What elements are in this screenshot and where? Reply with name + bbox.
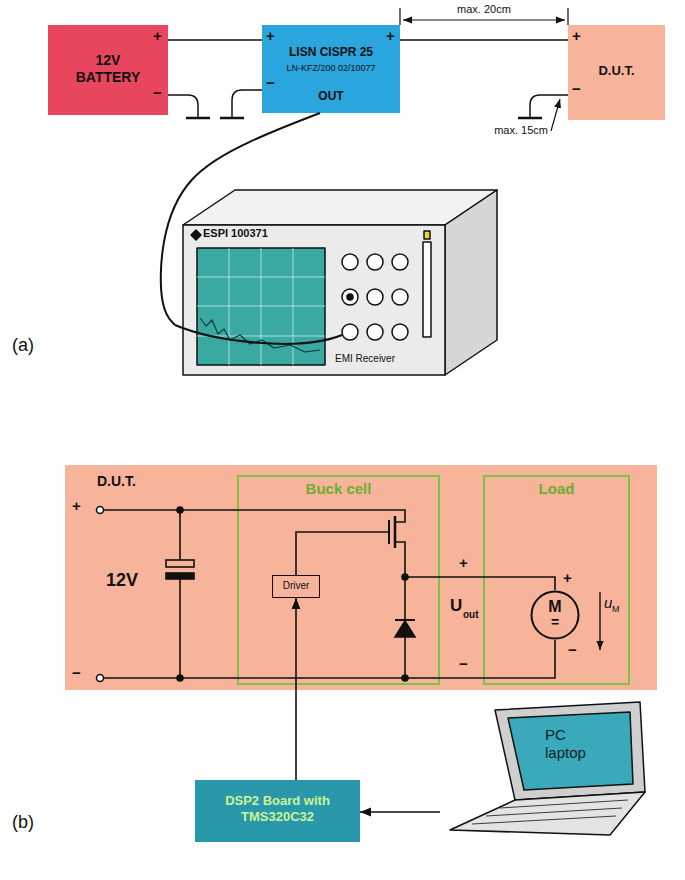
node-text: Driver <box>273 580 319 592</box>
polarity-sign: + <box>563 569 575 587</box>
label-slot: − <box>153 84 165 102</box>
dimension-label: max. 15cm <box>478 124 548 137</box>
node-text: Buck cell <box>239 480 438 498</box>
terminal-sign: − <box>266 74 278 92</box>
terminal-sign: − <box>572 80 584 98</box>
node-text: EMI Receiver <box>335 353 445 365</box>
node-text: D.U.T. <box>97 473 177 490</box>
node-text: 12V BATTERY <box>66 52 150 86</box>
node-text: LN-KFZ/200 02/10077 <box>266 63 396 74</box>
node-text: DSP2 Board with TMS320C32 <box>201 793 354 824</box>
node-text: PC laptop <box>545 726 600 762</box>
dut-box: D.U.T. <box>568 25 665 120</box>
emi-receiver-drawing <box>175 190 497 375</box>
node-text: ESPI 100371 <box>203 227 333 240</box>
label-slot: out <box>463 609 489 621</box>
coax-cable <box>161 113 320 325</box>
label-slot: + <box>72 497 84 515</box>
label-slot: + <box>459 554 471 572</box>
ground-wire <box>530 95 568 118</box>
text-slot: 12V BATTERY <box>66 52 150 86</box>
voltage-subscript: out <box>463 609 489 621</box>
voltage-subscript: M <box>612 604 624 615</box>
text-slot: M <box>530 597 580 616</box>
label-slot: − <box>572 80 584 98</box>
text-slot: D.U.T. <box>97 473 177 490</box>
terminal-sign: + <box>266 27 278 45</box>
text-slot: LN-KFZ/200 02/10077 <box>266 63 396 74</box>
signal-arrow <box>360 811 440 813</box>
terminal-sign: + <box>386 27 398 45</box>
text-slot: DSP2 Board with TMS320C32 <box>201 793 354 824</box>
polarity-sign: − <box>459 655 471 673</box>
label-slot: (a) <box>12 335 46 357</box>
supply-wire <box>168 39 262 41</box>
text-slot: Driver <box>273 580 319 592</box>
node-text: M <box>530 597 580 616</box>
terminal-sign: + <box>572 27 584 45</box>
label-slot: max. 15cm <box>478 124 548 137</box>
label-slot: + <box>266 27 278 45</box>
label-slot: + <box>563 569 575 587</box>
driver-box: Driver <box>272 575 320 598</box>
label-slot: U <box>450 596 464 616</box>
node-text: LISN CISPR 25 <box>268 45 394 59</box>
signal-arrow <box>295 598 297 780</box>
terminal-sign: − <box>153 84 165 102</box>
label-slot: + <box>572 27 584 45</box>
label-slot: 12V <box>106 570 156 592</box>
text-slot: ESPI 100371 <box>203 227 333 240</box>
text-slot: PC laptop <box>545 726 600 762</box>
terminal-sign: − <box>72 664 84 682</box>
node-text: D.U.T. <box>576 63 657 79</box>
ground-symbol <box>220 117 244 120</box>
laptop-drawing <box>450 702 645 835</box>
label-slot: − <box>72 664 84 682</box>
ground-symbol <box>186 117 210 120</box>
text-slot: = <box>530 614 580 631</box>
voltage-label: 12V <box>106 570 156 592</box>
motor-symbol: M= <box>530 590 580 640</box>
label-slot: + <box>153 27 165 45</box>
panel-label: (a) <box>12 335 46 357</box>
text-slot: EMI Receiver <box>335 353 445 365</box>
load-group: LoadM= <box>483 475 630 685</box>
label-slot: M <box>612 604 624 615</box>
ground-wire <box>232 90 262 118</box>
polarity-sign: + <box>459 554 471 572</box>
label-slot: + <box>386 27 398 45</box>
node-text: = <box>530 614 580 631</box>
terminal-sign: + <box>153 27 165 45</box>
dsp-board-box: DSP2 Board with TMS320C32 <box>195 780 360 842</box>
label-slot: (b) <box>12 812 46 834</box>
label-slot: max. 20cm <box>400 3 568 16</box>
dimension-arrow <box>403 19 565 20</box>
panel-label: (b) <box>12 812 46 834</box>
supply-wire <box>400 39 568 41</box>
text-slot: Buck cell <box>239 480 438 498</box>
text-slot: OUT <box>296 89 366 103</box>
text-slot: Load <box>485 480 628 498</box>
battery-box: 12V BATTERY <box>48 25 168 115</box>
label-slot: − <box>266 74 278 92</box>
text-slot: D.U.T. <box>576 63 657 79</box>
leader-arrow <box>551 99 560 131</box>
label-slot: − <box>459 655 471 673</box>
polarity-sign: − <box>568 641 580 659</box>
text-slot: LISN CISPR 25 <box>268 45 394 59</box>
buck-cell-group: Buck cellDriver <box>237 475 440 685</box>
ground-wire <box>168 95 198 118</box>
dimension-label: max. 20cm <box>400 3 568 16</box>
lisn-box: LISN CISPR 25 LN-KFZ/200 02/10077OUT <box>262 25 400 113</box>
label-slot: − <box>568 641 580 659</box>
node-text: OUT <box>296 89 366 103</box>
voltage-symbol: U <box>450 596 464 616</box>
buck-converter-circuit <box>97 507 601 682</box>
terminal-sign: + <box>72 497 84 515</box>
ground-symbol <box>518 117 542 120</box>
node-text: Load <box>485 480 628 498</box>
